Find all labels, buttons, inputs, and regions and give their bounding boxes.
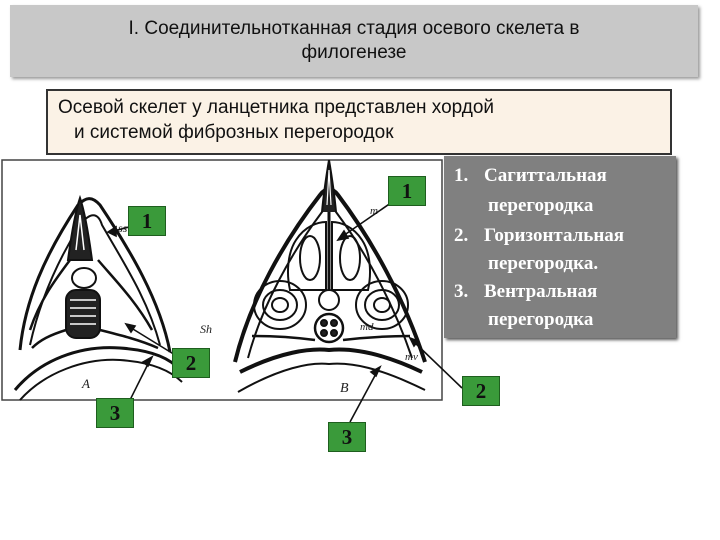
label-mv: mv [405,351,418,363]
intro-line-1: Осевой скелет у ланцетника представлен х… [58,97,495,118]
diagram-b [233,159,427,393]
slide-title-line-1: I. Соединительнотканная стадия осевого с… [128,18,580,39]
legend-item-1-line-1: Сагиттальная [484,165,607,186]
callout-2-right: 2 [462,376,500,406]
slide-title-line-2: филогенезе [301,42,407,63]
lancelet-cross-section-figure: ss A Sh [1,159,463,423]
legend-box: 1. Сагиттальная перегородка 2. Горизонта… [444,156,676,338]
label-b: B [340,381,349,396]
callout-3-right: 3 [328,422,366,452]
callout-2-left: 2 [172,348,210,378]
legend-item-2-line-1: Горизонтальная [484,225,625,246]
label-a: A [81,376,90,391]
label-md: md [360,321,374,333]
legend-item-3-line-1: Вентральная [484,281,598,302]
legend-num-1: 1. [454,165,469,186]
intro-line-2: и системой фиброзных перегородок [74,122,394,143]
callout-3-left: 3 [96,398,134,428]
diagram-a [13,194,183,401]
legend-item-3-line-2: перегородка [488,309,594,330]
legend-item-2-line-2: перегородка. [488,253,599,274]
legend-num-3: 3. [454,281,469,302]
legend-num-2: 2. [454,225,469,246]
callout-1-left: 1 [128,206,166,236]
label-sh: Sh [200,322,212,336]
intro-box: Осевой скелет у ланцетника представлен х… [46,89,672,155]
label-m: m [370,205,378,217]
callout-1-right: 1 [388,176,426,206]
title-box: I. Соединительнотканная стадия осевого с… [10,5,698,77]
legend-item-1-line-2: перегородка [488,195,594,216]
figure-frame [1,159,443,401]
